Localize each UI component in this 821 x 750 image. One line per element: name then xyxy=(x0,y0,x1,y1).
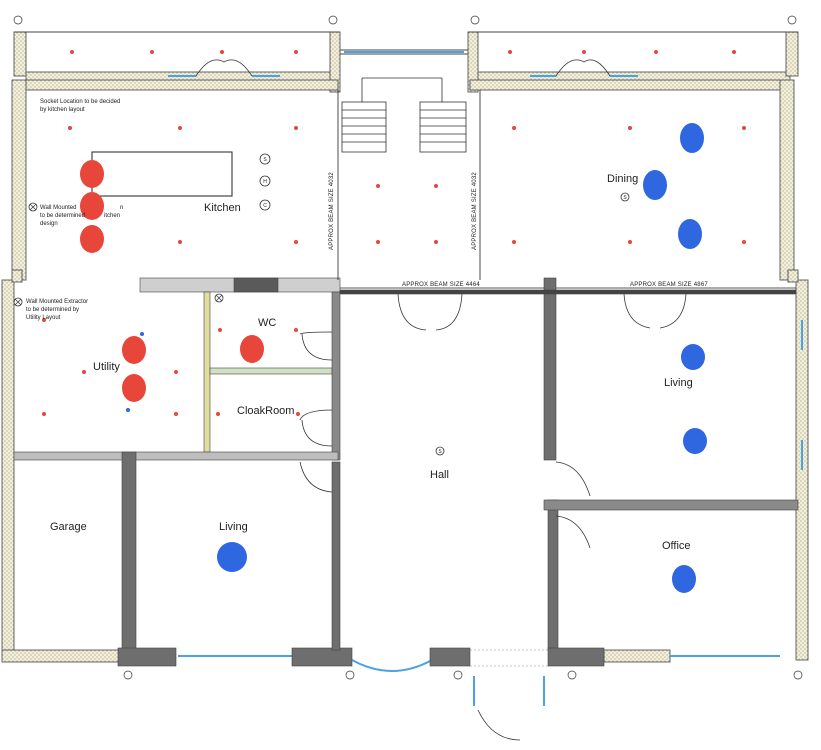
room-labels: Kitchen Dining Utility WC CloakRoom Hall… xyxy=(50,173,693,552)
guide-lines xyxy=(470,649,548,667)
beam-lines xyxy=(337,90,796,289)
room-label-living-right: Living xyxy=(664,377,693,389)
hob-symbol-icon xyxy=(259,175,271,187)
beam-label-hall: APPROX BEAM SIZE 4464 xyxy=(402,282,480,288)
red-dot xyxy=(434,240,438,244)
blue-dot xyxy=(126,408,130,412)
note-kitchen-extractor-line2: to be determined xyxy=(40,213,85,219)
internal-walls xyxy=(13,277,799,667)
blue-fixture xyxy=(643,170,667,200)
hall-socket-icon xyxy=(435,446,445,456)
doors xyxy=(195,59,687,741)
socket-symbol-icon xyxy=(259,153,271,165)
blue-fixture xyxy=(683,428,707,454)
red-dot xyxy=(512,126,516,130)
red-dot xyxy=(178,240,182,244)
red-fixture xyxy=(240,335,264,363)
note-kitchen-extractor-line3: design xyxy=(40,221,58,227)
red-dot xyxy=(294,50,298,54)
blue-dot xyxy=(140,332,144,336)
red-fixture xyxy=(80,192,104,220)
note-socket-line1: Socket Location to be decided xyxy=(40,99,120,105)
red-dot xyxy=(42,318,46,322)
blue-fixture xyxy=(681,344,705,370)
red-fixture xyxy=(80,160,104,188)
grid-markers xyxy=(13,15,803,680)
red-dot xyxy=(654,50,658,54)
red-dot xyxy=(742,126,746,130)
staircase xyxy=(341,77,467,153)
red-fixture xyxy=(122,374,146,402)
note-socket-line2: by kitchen layout xyxy=(40,107,85,113)
red-dot xyxy=(42,412,46,416)
beam-labels: APPROX BEAM SIZE 4032 APPROX BEAM SIZE 4… xyxy=(329,172,708,288)
symbols: S H C S S xyxy=(13,153,630,456)
red-fixtures xyxy=(80,160,264,402)
red-dot xyxy=(82,370,86,374)
blue-fixture xyxy=(680,123,704,153)
note-kitchen-extractor-line1b: n xyxy=(120,205,123,211)
windows xyxy=(168,51,803,706)
blue-fixture xyxy=(672,565,696,593)
red-dot xyxy=(294,240,298,244)
red-dot xyxy=(68,126,72,130)
room-label-dining: Dining xyxy=(607,173,638,185)
red-dot xyxy=(376,184,380,188)
room-label-cloakroom: CloakRoom xyxy=(237,405,294,417)
red-fixture xyxy=(80,225,104,253)
red-dot xyxy=(294,328,298,332)
red-dot xyxy=(732,50,736,54)
red-dot xyxy=(628,240,632,244)
red-dot xyxy=(582,50,586,54)
note-kitchen-extractor-line1: Wall Mounted xyxy=(40,205,76,211)
beam-label-vertical-right: APPROX BEAM SIZE 4032 xyxy=(472,172,478,250)
blue-fixtures xyxy=(217,123,707,593)
dining-socket-label: S xyxy=(623,195,627,201)
red-dot xyxy=(628,126,632,130)
red-dot xyxy=(178,126,182,130)
red-dot xyxy=(220,50,224,54)
room-label-living-bottom: Living xyxy=(219,521,248,533)
red-dot xyxy=(742,240,746,244)
room-label-kitchen: Kitchen xyxy=(204,202,241,214)
cooker-symbol-label: C xyxy=(263,203,267,209)
room-label-hall: Hall xyxy=(430,469,449,481)
red-ceiling-points xyxy=(42,50,746,416)
notes: Socket Location to be decided by kitchen… xyxy=(26,99,123,321)
red-dot xyxy=(434,184,438,188)
red-dot xyxy=(174,412,178,416)
kitchen-island xyxy=(91,151,233,197)
room-label-garage: Garage xyxy=(50,521,87,533)
note-utility-extractor-line3: Utility Layout xyxy=(26,315,61,321)
room-label-office: Office xyxy=(662,540,691,552)
red-dot xyxy=(296,412,300,416)
room-label-utility: Utility xyxy=(93,361,120,373)
red-dot xyxy=(218,328,222,332)
red-dot xyxy=(174,370,178,374)
note-utility-extractor-line1: Wall Mounted Extractor xyxy=(26,299,88,305)
red-dot xyxy=(294,126,298,130)
red-dot xyxy=(216,412,220,416)
blue-fixture xyxy=(678,219,702,249)
red-dot xyxy=(70,50,74,54)
small-blue-dots xyxy=(126,332,144,412)
socket-symbol-label: S xyxy=(263,157,267,163)
room-label-wc: WC xyxy=(258,317,276,329)
dining-socket-icon xyxy=(620,192,630,202)
beam-label-living: APPROX BEAM SIZE 4867 xyxy=(630,282,708,288)
beam-label-vertical-left: APPROX BEAM SIZE 4032 xyxy=(329,172,335,250)
note-kitchen-extractor-line2b: itchen xyxy=(104,213,120,219)
hob-symbol-label: H xyxy=(263,179,267,185)
hall-socket-label: S xyxy=(438,449,442,455)
note-utility-extractor-line2: to be determined by xyxy=(26,307,79,313)
cooker-symbol-icon xyxy=(259,199,271,211)
red-dot xyxy=(512,240,516,244)
bay-top-lines xyxy=(14,31,798,55)
red-dot xyxy=(508,50,512,54)
blue-fixture xyxy=(217,542,247,572)
red-fixture xyxy=(122,336,146,364)
red-dot xyxy=(150,50,154,54)
red-dot xyxy=(376,240,380,244)
